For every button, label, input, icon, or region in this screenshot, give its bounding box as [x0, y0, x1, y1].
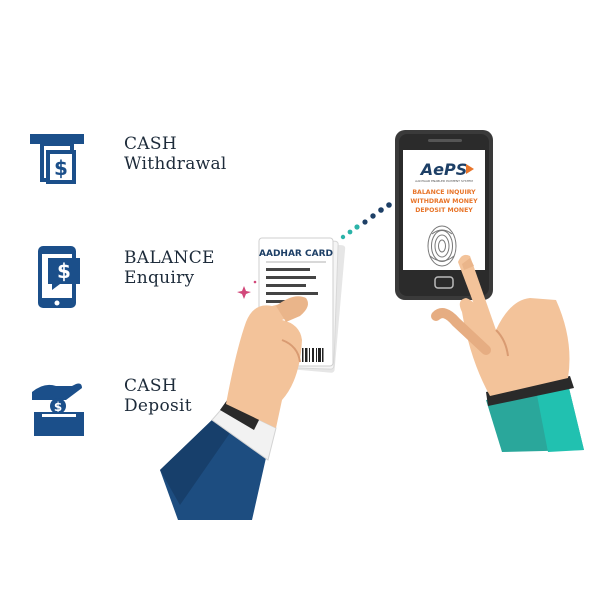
feature-subtitle: Deposit [124, 396, 192, 416]
feature-title: CASH [124, 376, 177, 396]
phone-menu-line: DEPOSIT MONEY [415, 207, 473, 214]
sparkle-icon [237, 280, 257, 299]
connection-dots [340, 202, 392, 240]
smartphone: AePS AADHAAR ENABLED PAYMENT SYSTEM BALA… [395, 130, 493, 300]
left-hand [160, 296, 308, 520]
aeps-tagline: AADHAAR ENABLED PAYMENT SYSTEM [415, 179, 473, 183]
svg-text:$: $ [57, 259, 71, 283]
svg-text:$: $ [54, 400, 62, 414]
aeps-logo: AePS [419, 160, 467, 179]
atm-cash-icon: $ [28, 130, 92, 194]
feature-balance-enquiry: $ BALANCE Enquiry [28, 244, 268, 314]
feature-title: CASH [124, 134, 177, 154]
feature-subtitle: Withdrawal [124, 154, 227, 174]
fingerprint-icon [427, 225, 457, 267]
feature-cash-deposit: $ CASH Deposit [28, 372, 268, 442]
svg-text:$: $ [54, 156, 68, 180]
feature-cash-withdrawal: $ CASH Withdrawal [28, 130, 268, 200]
cash-deposit-icon: $ [28, 372, 92, 436]
card-title: AADHAR CARD [259, 249, 333, 259]
feature-subtitle: Enquiry [124, 268, 195, 288]
phone-menu-line: BALANCE INQUIRY [412, 189, 476, 196]
right-hand [431, 254, 584, 452]
mobile-dollar-icon: $ [28, 244, 92, 308]
phone-menu-line: WITHDRAW MONEY [410, 198, 478, 205]
feature-title: BALANCE [124, 248, 215, 268]
